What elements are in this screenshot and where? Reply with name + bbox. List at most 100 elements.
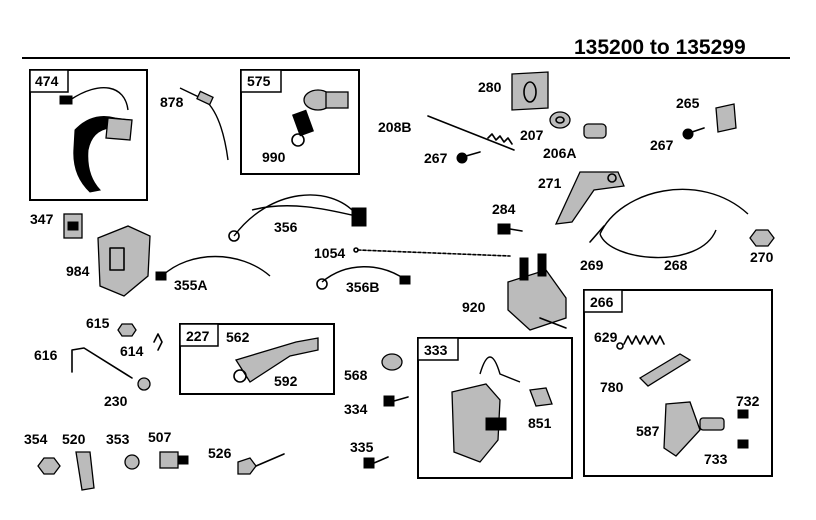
part-520-bracket: 520: [62, 431, 95, 491]
label-206A: 206A: [543, 145, 576, 161]
part-526-screw: 526: [208, 445, 285, 475]
label-207: 207: [520, 127, 544, 143]
part-616-rod: 616: [34, 347, 133, 379]
part-780-link: [638, 353, 692, 387]
box-266-label: 266: [590, 294, 614, 310]
part-629-spring: [616, 335, 665, 350]
label-355A: 355A: [174, 277, 207, 293]
label-353: 353: [106, 431, 130, 447]
box-575-tag: [240, 69, 282, 93]
label-629: 629: [594, 329, 618, 345]
label-920: 920: [462, 299, 486, 315]
part-920-solenoid: 920: [462, 253, 567, 331]
part-615-washer: 615: [86, 315, 137, 337]
part-206A-bushing: [583, 123, 607, 139]
box-227-frame: [179, 323, 335, 395]
label-347: 347: [30, 211, 54, 227]
label-507: 507: [148, 429, 172, 445]
part-230-washer: 230: [104, 377, 151, 409]
box-474-frame: [29, 69, 148, 201]
label-267-b: 267: [650, 137, 674, 153]
box-575-label: 575: [247, 73, 271, 89]
part-507-terminal: 507: [148, 429, 189, 469]
part-732-screw: [737, 409, 749, 419]
label-208B: 208B: [378, 119, 411, 135]
part-347-switch: 347: [30, 211, 83, 239]
part-353-washer: 353: [106, 431, 140, 470]
label-520: 520: [62, 431, 86, 447]
group-575: 575 990: [240, 69, 360, 175]
label-780: 780: [600, 379, 624, 395]
label-230: 230: [104, 393, 128, 409]
part-267-screw-a: 267: [424, 150, 481, 166]
label-269: 269: [580, 257, 604, 273]
group-227: 227 562 592: [179, 323, 335, 395]
label-267-a: 267: [424, 150, 448, 166]
label-280: 280: [478, 79, 502, 95]
label-568: 568: [344, 367, 368, 383]
part-356B-wire: 356B: [316, 266, 411, 295]
part-356-harness: 356: [228, 194, 367, 242]
part-587-governor-lever: [663, 401, 725, 457]
part-265-clip: 265: [676, 95, 737, 133]
label-878: 878: [160, 94, 184, 110]
group-266: 266 629 780 587 732 733: [583, 289, 773, 477]
part-284-screw: 284: [492, 201, 523, 235]
label-1054: 1054: [314, 245, 345, 261]
part-851-clip: [529, 387, 553, 407]
diagram-title: 135200 to 135299: [574, 36, 746, 59]
box-474-tag: [29, 69, 69, 93]
label-526: 526: [208, 445, 232, 461]
group-333: 333 851: [417, 337, 573, 479]
box-333-frame: [417, 337, 573, 479]
part-1054-tie: 1054: [314, 245, 511, 261]
label-614: 614: [120, 343, 144, 359]
box-333-tag: [417, 337, 459, 361]
part-355A-wire: 355A: [155, 255, 271, 293]
box-333-label: 333: [424, 342, 448, 358]
group-474: 474: [29, 69, 148, 201]
part-271-lever: 271: [538, 171, 625, 225]
box-227-tag: [179, 323, 219, 347]
part-878-wire: 878: [160, 87, 229, 161]
part-334-screw: 334: [344, 395, 409, 417]
label-615: 615: [86, 315, 110, 331]
label-335: 335: [350, 439, 374, 455]
label-733: 733: [704, 451, 728, 467]
part-270-nut: 270: [749, 229, 775, 265]
part-333-armature: [451, 356, 521, 463]
part-207-bushing: [549, 111, 571, 129]
label-587: 587: [636, 423, 660, 439]
part-990-key-switch: [291, 89, 349, 147]
part-354-nut: 354: [24, 431, 61, 475]
label-356B: 356B: [346, 279, 379, 295]
box-266-tag: [583, 289, 623, 313]
label-990: 990: [262, 149, 286, 165]
label-592: 592: [274, 373, 298, 389]
label-616: 616: [34, 347, 58, 363]
part-280-bracket: 280: [478, 71, 549, 111]
part-268-cable: 269 268: [580, 188, 749, 273]
part-614-pin: 614: [120, 333, 163, 359]
label-284: 284: [492, 201, 516, 217]
part-267-screw-b: 267: [650, 127, 705, 153]
label-562: 562: [226, 329, 250, 345]
part-568-spacer: 568: [344, 353, 403, 383]
label-984: 984: [66, 263, 90, 279]
box-575-frame: [240, 69, 360, 175]
part-562-throttle-lever: [233, 337, 319, 383]
part-733-screw: [737, 439, 749, 449]
label-334: 334: [344, 401, 368, 417]
part-474-armature: [59, 86, 133, 193]
box-266-frame: [583, 289, 773, 477]
box-474-label: 474: [35, 73, 59, 89]
label-270: 270: [750, 249, 774, 265]
label-354: 354: [24, 431, 48, 447]
box-227-label: 227: [186, 328, 210, 344]
label-265: 265: [676, 95, 700, 111]
label-271: 271: [538, 175, 562, 191]
label-356: 356: [274, 219, 298, 235]
part-984-housing: 984: [66, 225, 151, 297]
label-732: 732: [736, 393, 760, 409]
